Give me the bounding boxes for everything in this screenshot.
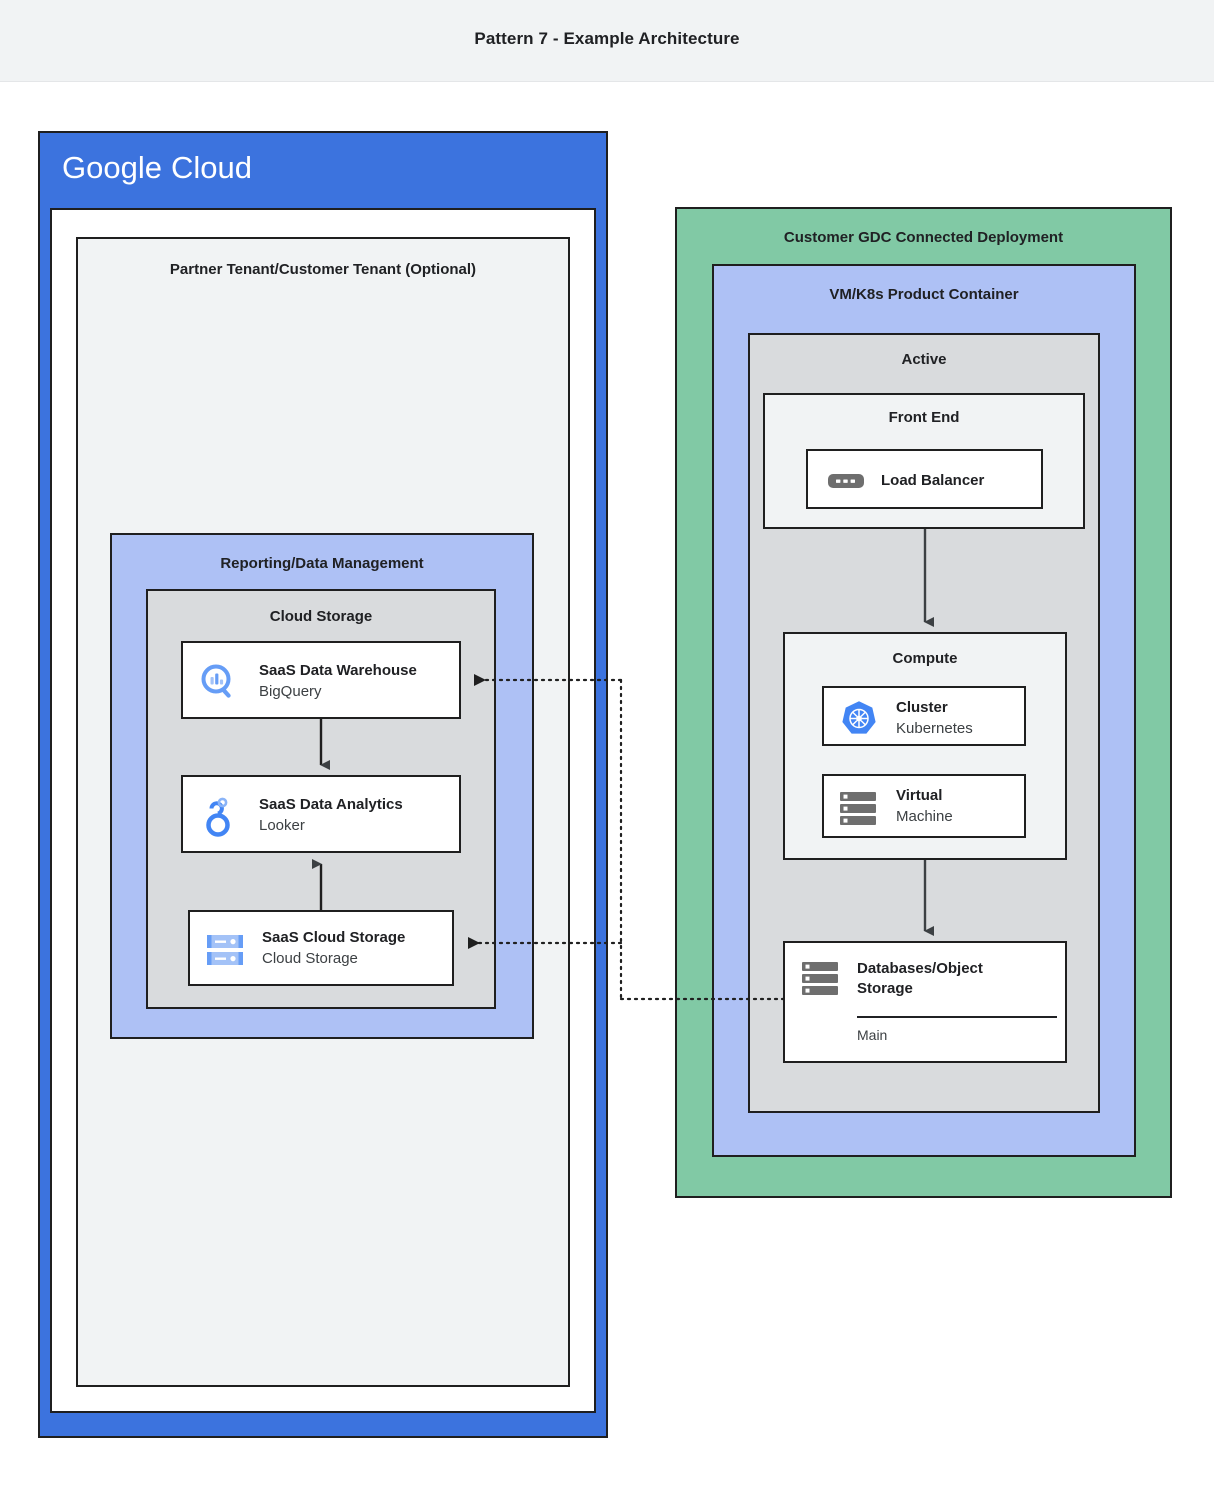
card-title: Virtual [896,787,943,804]
card-cluster-kubernetes[interactable]: Cluster Kubernetes [822,686,1026,746]
database-storage-icon [800,960,842,1003]
card-title: Cluster [896,699,948,716]
card-title: SaaS Cloud Storage [262,929,406,946]
cloud-storage-icon [204,929,246,976]
virtual-machine-icon [838,790,880,833]
kubernetes-icon [837,697,881,746]
card-subtitle: Looker [259,817,305,834]
card-subtitle: BigQuery [259,683,322,700]
front-end-label: Front End [888,409,960,426]
card-databases-object-storage[interactable]: Databases/Object Storage Main [783,941,1067,1063]
page-title: Pattern 7 - Example Architecture [474,29,740,48]
bigquery-icon [199,662,239,707]
card-saas-data-analytics[interactable]: SaaS Data Analytics Looker [181,775,461,853]
customer-gdc-label: Customer GDC Connected Deployment [783,229,1064,246]
looker-icon [199,794,241,843]
google-wordmark-text: Google [62,150,162,185]
card-title-line2: Storage [857,980,913,997]
reporting-label: Reporting/Data Management [220,555,424,572]
card-subtitle: Cloud Storage [262,950,358,967]
card-virtual-machine[interactable]: Virtual Machine [822,774,1026,838]
cloud-wordmark-text: Cloud [170,150,252,185]
card-title-line1: Databases/Object [857,960,983,977]
card-title: SaaS Data Analytics [259,796,403,813]
compute-label: Compute [892,650,958,667]
load-balancer-icon [827,470,865,497]
vm-k8s-label: VM/K8s Product Container [829,286,1019,303]
card-saas-data-warehouse[interactable]: SaaS Data Warehouse BigQuery [181,641,461,719]
card-title: SaaS Data Warehouse [259,662,417,679]
cloud-storage-group-label: Cloud Storage [269,608,373,625]
active-label: Active [901,351,947,368]
card-footer-label: Main [857,1027,888,1043]
card-subtitle: Machine [896,808,953,825]
title-bar: Pattern 7 - Example Architecture [0,0,1214,82]
card-load-balancer[interactable]: Load Balancer [806,449,1043,509]
partner-tenant-label: Partner Tenant/Customer Tenant (Optional… [169,261,477,278]
card-title: Load Balancer [881,472,985,489]
card-divider [857,1016,1057,1018]
card-saas-cloud-storage[interactable]: SaaS Cloud Storage Cloud Storage [188,910,454,986]
card-subtitle: Kubernetes [896,720,973,737]
